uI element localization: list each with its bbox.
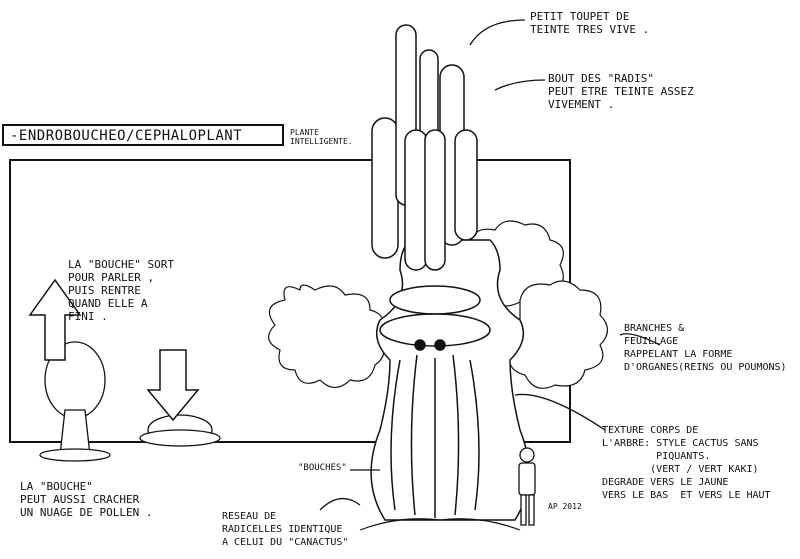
note-bouche-cracher: LA "BOUCHE" PEUT AUSSI CRACHER UN NUAGE … [20, 480, 153, 519]
arrow-up-icon [28, 278, 82, 361]
note-bouches: "BOUCHES" [298, 463, 347, 473]
title-box: -ENDROBOUCHEO/CEPHALOPLANT [2, 124, 284, 146]
note-petit-toupet: PETIT TOUPET DE TEINTE TRES VIVE . [530, 10, 650, 36]
root-network [359, 518, 521, 531]
arrow-down-icon [146, 349, 200, 422]
note-branches: BRANCHES & FEUILLAGE RAPPELANT LA FORME … [624, 323, 787, 373]
foliage-left [268, 284, 385, 389]
note-bout-des-radis: BOUT DES "RADIS" PEUT ETRE TEINTE ASSEZ … [548, 72, 694, 111]
note-texture: TEXTURE CORPS DE L'ARBRE: STYLE CACTUS S… [602, 425, 771, 501]
note-bouche-parler: LA "BOUCHE" SORT POUR PARLER , PUIS RENT… [68, 258, 174, 323]
radish-stalks [371, 24, 478, 271]
note-plante-intelligente: PLANTE INTELLIGENTE. [290, 128, 353, 146]
mouth-creature-closed [139, 414, 221, 447]
annotation-arrows [319, 19, 661, 511]
page-title: -ENDROBOUCHEO/CEPHALOPLANT [10, 128, 243, 144]
tree-trunk [370, 239, 530, 521]
human-silhouette-icon [518, 447, 536, 526]
note-reseau: RESEAU DE RADICELLES IDENTIQUE A CELUI D… [222, 511, 349, 548]
artist-signature: AP 2012 [548, 502, 582, 511]
mouth-creature-open [39, 341, 111, 462]
